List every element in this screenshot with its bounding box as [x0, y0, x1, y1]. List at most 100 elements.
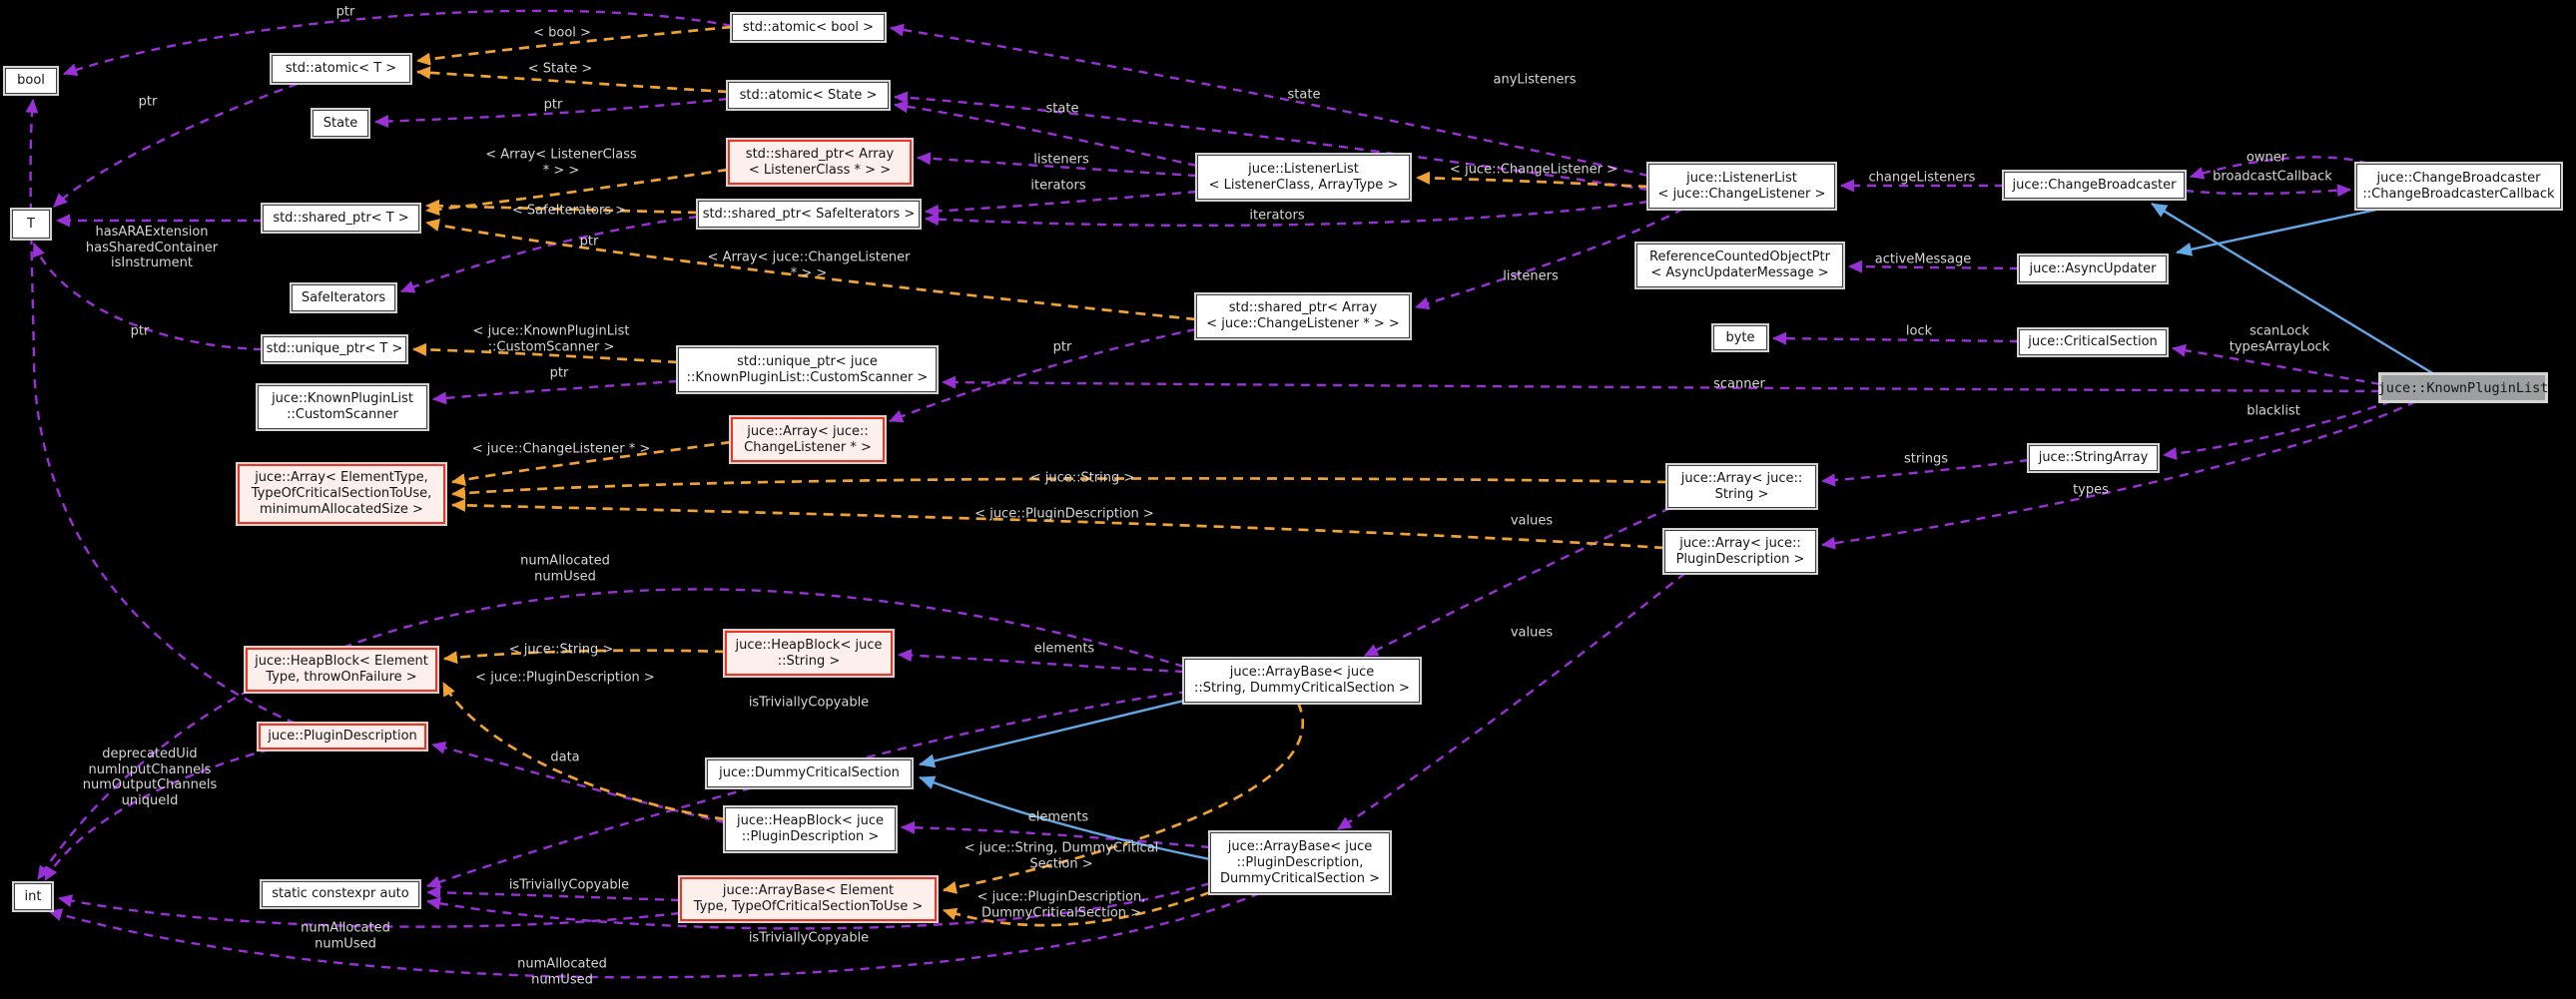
edge-label-broadcastcallback: broadcastCallback: [2213, 169, 2332, 185]
node-byte[interactable]: byte: [1713, 325, 1767, 350]
node-juce-stringarray[interactable]: juce::StringArray: [2029, 445, 2158, 471]
node-juce-heapblock-plugindescription[interactable]: juce::HeapBlock< juce ::PluginDescriptio…: [725, 807, 896, 851]
edge-label-tpl-changelistener: < juce::ChangeListener >: [1450, 162, 1617, 178]
edge-label-ptr-2: ptr: [138, 94, 158, 110]
node-juce-array-plugindescription[interactable]: juce::Array< juce:: PluginDescription >: [1664, 530, 1816, 573]
edge-label-lock: lock: [1905, 323, 1933, 339]
edge-tpl-heapblock-pd: [441, 682, 726, 821]
edge-label-tpl-plugindescription-dummy: < juce::PluginDescription, DummyCritical…: [976, 889, 1146, 921]
edge-state-template: [894, 100, 1198, 168]
edge-ptr-customscanner: [432, 379, 679, 405]
edge-numallocated-template: [58, 894, 681, 928]
edge-istriviallycopyable-template: [426, 885, 681, 902]
edge-label-activemessage: activeMessage: [1874, 251, 1972, 267]
edge-istriviallycopyable-pd: [426, 881, 1211, 930]
edge-tpl-customscanner: [412, 342, 679, 364]
edge-label-strings: strings: [1903, 451, 1949, 467]
node-bool[interactable]: bool: [5, 68, 57, 94]
node-std-atomic-bool[interactable]: std::atomic< bool >: [732, 14, 885, 41]
edge-label-tpl-string-1: < juce::String >: [1029, 470, 1135, 486]
edge-values-string: [1364, 506, 1671, 658]
node-int[interactable]: int: [14, 883, 52, 910]
edge-ptr-atomict-t: [53, 82, 299, 208]
edge-label-blacklist: blacklist: [2247, 403, 2300, 419]
edge-inherit-dummy-string: [919, 699, 1185, 768]
edge-scanner: [942, 375, 2381, 393]
edge-tpl-array-string: [451, 477, 1668, 500]
edge-label-tpl-string-2: < juce::String >: [508, 642, 614, 658]
node-std-shared-ptr-array-changelistener[interactable]: std::shared_ptr< Array < juce::ChangeLis…: [1196, 294, 1410, 338]
node-static-constexpr-auto[interactable]: static constexpr auto: [262, 881, 419, 907]
edge-iterators-instance: [925, 200, 1649, 228]
edge-label-state-2: state: [1045, 101, 1079, 117]
edge-label-tpl-bool: < bool >: [533, 25, 591, 41]
edge-ptr-uniqueptrt-t: [32, 243, 264, 351]
edge-label-numallocated-1: numAllocated numUsed: [520, 553, 610, 585]
node-juce-knownpluginlist[interactable]: juce::KnownPluginList: [2378, 374, 2548, 401]
edge-label-data: data: [550, 749, 580, 765]
node-std-atomic-t[interactable]: std::atomic< T >: [272, 55, 410, 83]
edge-numallocated-pd: [48, 891, 1261, 979]
edge-label-tpl-array-changelistener: < Array< juce::ChangeListener * > >: [707, 250, 911, 281]
node-juce-changebroadcastercallback[interactable]: juce::ChangeBroadcaster ::ChangeBroadcas…: [2356, 164, 2561, 209]
node-juce-heapblock-template[interactable]: juce::HeapBlock< Element Type, throwOnFa…: [246, 648, 437, 692]
node-juce-dummycriticalsection[interactable]: juce::DummyCriticalSection: [707, 759, 912, 787]
edge-owner: [2190, 156, 2369, 180]
node-referencecountedobjectptr[interactable]: ReferenceCountedObjectPtr < AsyncUpdater…: [1636, 244, 1843, 287]
edge-label-elements-2: elements: [1027, 809, 1089, 825]
node-juce-knownpluginlist-customscanner[interactable]: juce::KnownPluginList ::CustomScanner: [258, 385, 427, 429]
edge-tpl-array-pd: [451, 498, 1665, 550]
node-std-atomic-state[interactable]: std::atomic< State >: [728, 82, 889, 109]
edge-tpl-array-changelistener-ptr: [425, 219, 1197, 321]
edge-values-plugindescription: [1337, 572, 1686, 831]
node-juce-arraybase-template[interactable]: juce::ArrayBase< Element Type, TypeOfCri…: [680, 877, 937, 921]
node-juce-heapblock-string[interactable]: juce::HeapBlock< juce ::String >: [725, 631, 893, 676]
edge-label-values-2: values: [1510, 625, 1554, 641]
edge-tpl-state: [416, 66, 729, 94]
edge-inherit-changebroadcaster: [2151, 202, 2435, 376]
edge-tpl-safeiterators: [425, 199, 699, 215]
edge-label-scanner: scanner: [1713, 376, 1765, 392]
node-juce-arraybase-plugindescription[interactable]: juce::ArrayBase< juce ::PluginDescriptio…: [1210, 832, 1390, 893]
edge-label-listeners-2: listeners: [1503, 268, 1559, 284]
edge-ints-plugindescription: [43, 748, 271, 881]
node-juce-array-template[interactable]: juce::Array< ElementType, TypeOfCritical…: [238, 464, 445, 524]
edge-label-changelisteners: changeListeners: [1868, 170, 1976, 186]
node-juce-plugindescription[interactable]: juce::PluginDescription: [259, 724, 426, 749]
node-juce-array-string[interactable]: juce::Array< juce:: String >: [1667, 465, 1816, 508]
node-juce-asyncupdater[interactable]: juce::AsyncUpdater: [2019, 255, 2167, 282]
edge-label-istriviallycopyable-3: isTriviallyCopyable: [748, 930, 870, 946]
edge-label-numallocated-2: numAllocated numUsed: [301, 920, 390, 952]
node-std-shared-ptr-safeiterators[interactable]: std::shared_ptr< SafeIterators >: [698, 201, 920, 228]
node-safeiterators[interactable]: SafeIterators: [292, 284, 395, 311]
node-juce-changebroadcaster[interactable]: juce::ChangeBroadcaster: [2004, 172, 2185, 199]
edge-state-instance: [894, 91, 1649, 192]
edge-ptr-atomicstate-state: [374, 97, 729, 129]
edge-label-tpl-plugindescription-1: < juce::PluginDescription >: [974, 506, 1154, 522]
node-juce-arraybase-string[interactable]: juce::ArrayBase< juce ::String, DummyCri…: [1184, 659, 1420, 703]
node-std-unique-ptr-t[interactable]: std::unique_ptr< T >: [263, 336, 406, 362]
node-state[interactable]: State: [313, 110, 368, 137]
edge-label-hasaraextension: hasARAExtension hasSharedContainer isIns…: [85, 224, 219, 270]
node-std-unique-ptr-customscanner[interactable]: std::unique_ptr< juce ::KnownPluginList:…: [678, 347, 937, 392]
node-juce-array-changelistener[interactable]: juce::Array< juce:: ChangeListener * >: [731, 417, 885, 462]
node-juce-criticalsection[interactable]: juce::CriticalSection: [2019, 329, 2167, 355]
node-std-shared-ptr-t[interactable]: std::shared_ptr< T >: [263, 205, 419, 232]
edge-label-ptr-7: ptr: [1052, 339, 1072, 355]
edge-numallocated-string: [37, 588, 1185, 880]
edge-strings: [1821, 458, 2030, 487]
node-juce-listenerlist-changelistener[interactable]: juce::ListenerList < juce::ChangeListene…: [1648, 164, 1835, 209]
edge-tpl-arraybase-string: [943, 702, 1305, 894]
edge-label-state-1: state: [1287, 87, 1321, 103]
node-t[interactable]: T: [12, 210, 50, 239]
edge-label-ptr-1: ptr: [335, 4, 355, 20]
edge-label-iterators-1: iterators: [1030, 178, 1086, 194]
edge-label-owner: owner: [2246, 150, 2287, 166]
edge-label-tpl-state: < State >: [527, 61, 593, 77]
edge-blacklist: [2163, 399, 2392, 461]
edge-iterators-template: [925, 190, 1198, 218]
node-juce-listenerlist-template[interactable]: juce::ListenerList < ListenerClass, Arra…: [1197, 155, 1410, 200]
node-std-shared-ptr-array-listenerclass[interactable]: std::shared_ptr< Array < ListenerClass *…: [728, 140, 912, 185]
